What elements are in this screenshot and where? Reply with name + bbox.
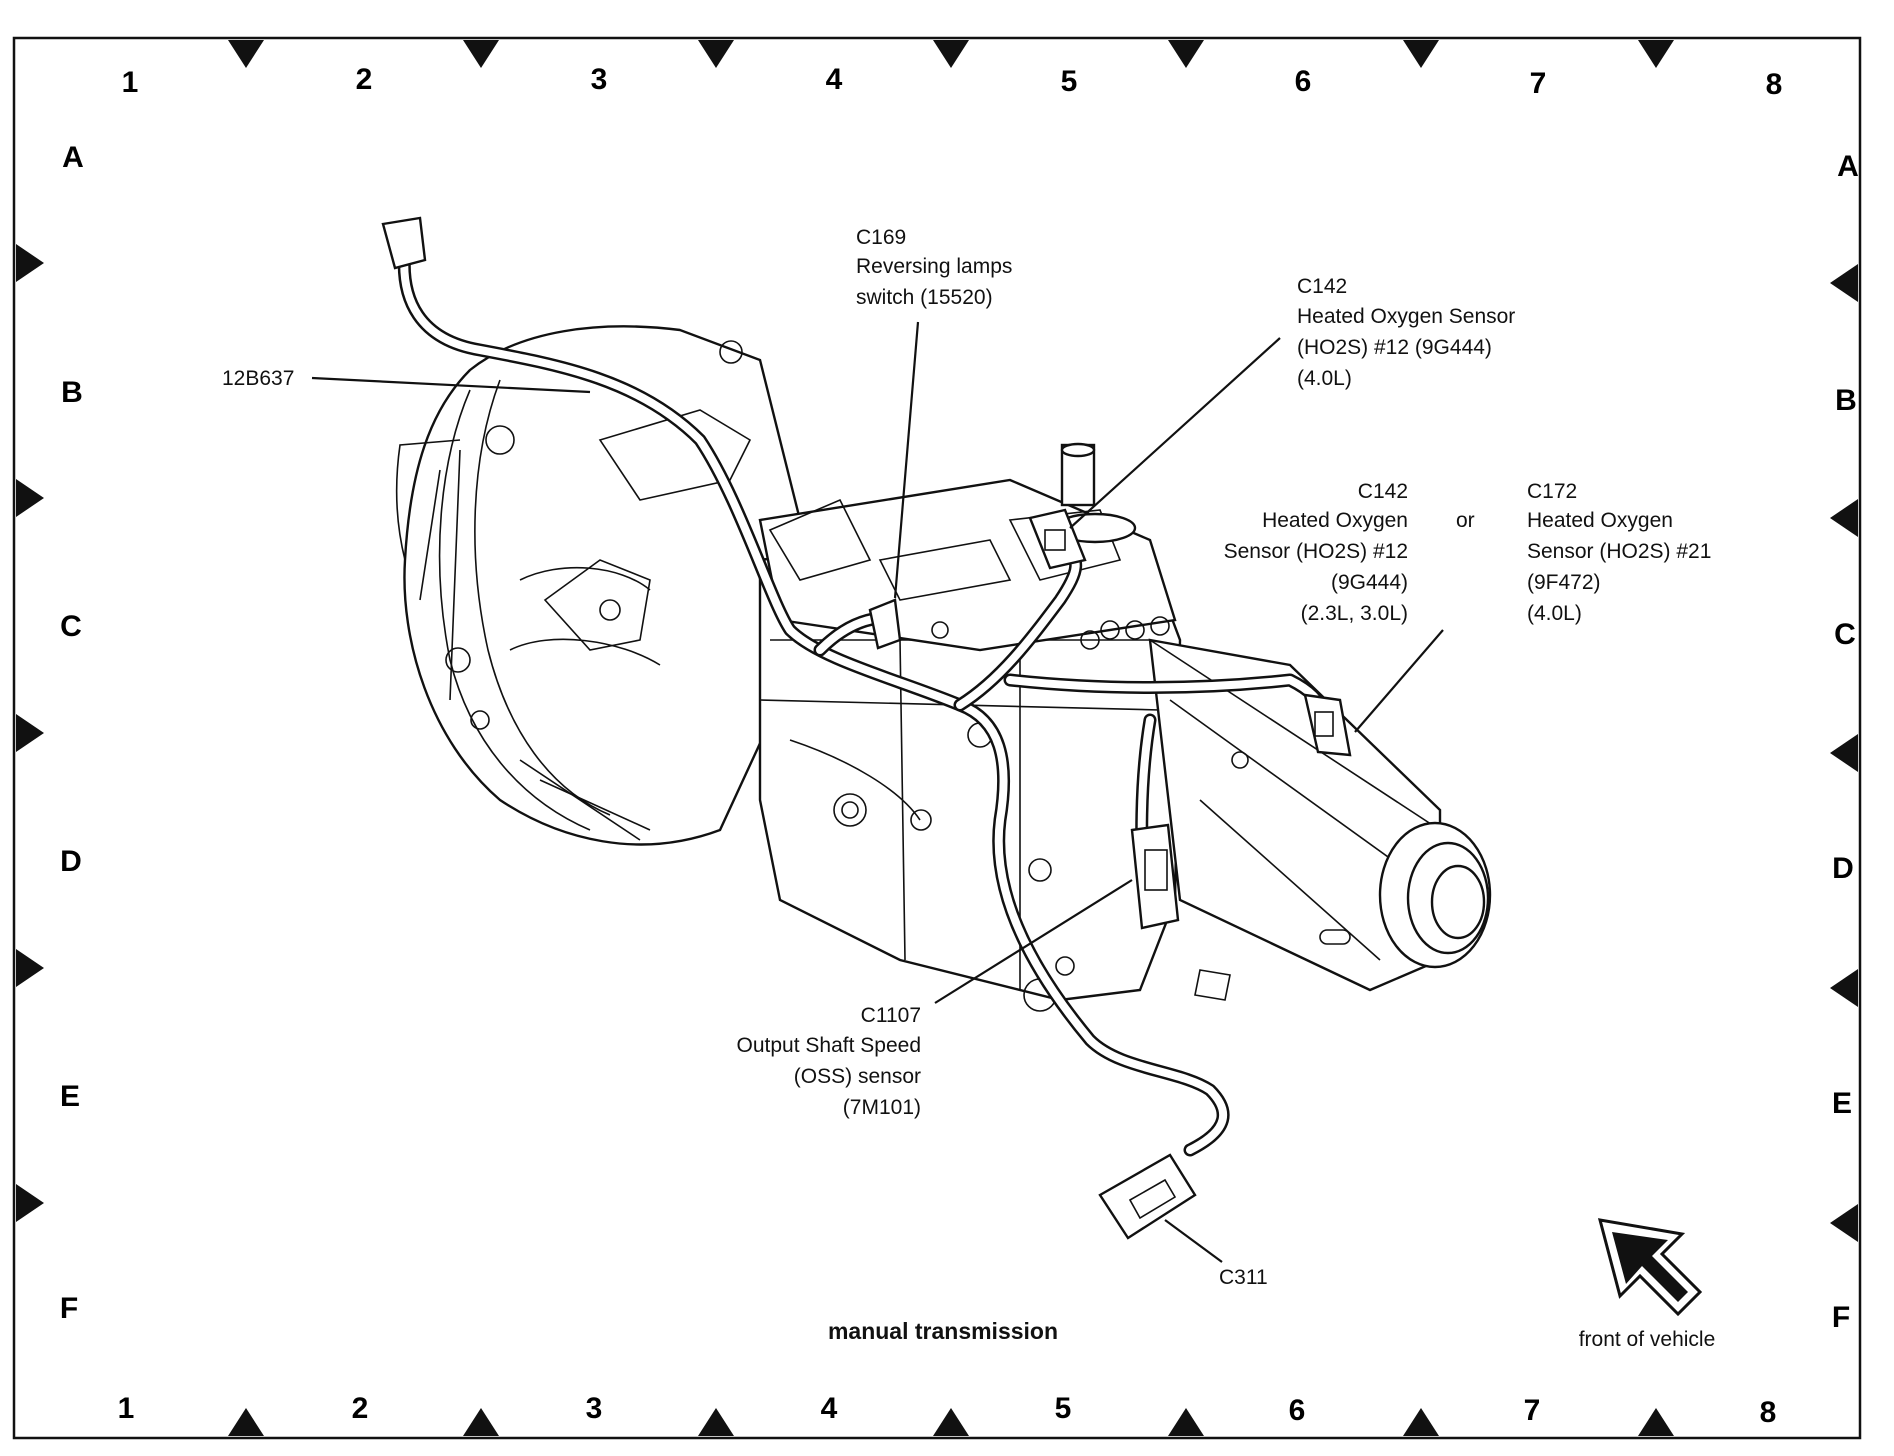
column-label-1: 1 (118, 1392, 135, 1425)
callout-c142-top-line-3: (HO2S) #12 (9G444) (1297, 336, 1492, 359)
row-label-b: B (1835, 384, 1857, 417)
row-label-a: A (62, 141, 84, 174)
column-label-2: 2 (356, 63, 373, 96)
callout-c142-top-line-4: (4.0L) (1297, 367, 1352, 390)
callout-c1107-line-3: (OSS) sensor (794, 1065, 921, 1088)
row-label-d: D (1832, 852, 1854, 885)
callout-c172-line-4: (9F472) (1527, 571, 1601, 594)
callout-c172-line-1: C172 (1527, 480, 1577, 503)
callout-c142-mid-line-3: Sensor (HO2S) #12 (1224, 540, 1408, 563)
callout-c169-line-1: C169 (856, 226, 906, 249)
diagram-frame (12, 36, 1862, 1440)
callout-labels: 12B637 C169 Reversing lamps switch (1552… (222, 226, 1711, 1289)
row-label-b: B (61, 376, 83, 409)
callout-c142-mid-line-4: (9G444) (1331, 571, 1408, 594)
callout-c169-line-3: switch (15520) (856, 286, 993, 309)
column-label-5: 5 (1055, 1392, 1072, 1425)
row-label-c: C (1834, 618, 1856, 651)
row-label-e: E (1832, 1087, 1852, 1120)
grid-column-labels-top: 1 2 3 4 5 6 7 8 (122, 63, 1783, 101)
column-label-3: 3 (586, 1392, 603, 1425)
column-label-6: 6 (1289, 1394, 1306, 1427)
grid-row-labels-left: A B C D E F (60, 141, 84, 1325)
column-label-4: 4 (821, 1392, 838, 1425)
frame-markers (16, 40, 1858, 1436)
callout-harness: 12B637 (222, 367, 294, 390)
grid-row-labels-right: A B C D E F (1832, 150, 1859, 1334)
diagram-caption: manual transmission (828, 1318, 1058, 1344)
row-label-f: F (1832, 1301, 1850, 1334)
column-label-1: 1 (122, 66, 139, 99)
callout-c142-mid-line-2: Heated Oxygen (1262, 509, 1408, 532)
column-label-7: 7 (1530, 67, 1547, 100)
front-of-vehicle-label: front of vehicle (1579, 1328, 1716, 1351)
grid-column-labels-bottom: 1 2 3 4 5 6 7 8 (118, 1392, 1777, 1429)
column-label-7: 7 (1524, 1394, 1541, 1427)
column-label-8: 8 (1766, 68, 1783, 101)
column-label-6: 6 (1295, 65, 1312, 98)
callout-c142-top-line-1: C142 (1297, 275, 1347, 298)
callout-c1107-line-2: Output Shaft Speed (737, 1034, 921, 1057)
callout-or: or (1456, 509, 1475, 532)
column-label-5: 5 (1061, 65, 1078, 98)
callout-c169-line-2: Reversing lamps (856, 255, 1012, 278)
callout-c1107-line-4: (7M101) (843, 1096, 921, 1119)
row-label-d: D (60, 845, 82, 878)
callout-c172-line-5: (4.0L) (1527, 602, 1582, 625)
leader-lines (311, 321, 1444, 1263)
column-label-3: 3 (591, 63, 608, 96)
callout-c1107-line-1: C1107 (861, 1004, 921, 1027)
callout-c172-line-2: Heated Oxygen (1527, 509, 1673, 532)
column-label-2: 2 (352, 1392, 369, 1425)
row-label-a: A (1837, 150, 1859, 183)
row-label-f: F (60, 1292, 78, 1325)
front-of-vehicle-arrow-icon (1597, 1218, 1703, 1317)
callout-c142-mid-line-5: (2.3L, 3.0L) (1301, 602, 1408, 625)
callout-c172-line-3: Sensor (HO2S) #21 (1527, 540, 1711, 563)
row-label-c: C (60, 610, 82, 643)
column-label-8: 8 (1760, 1396, 1777, 1429)
callout-c311: C311 (1219, 1266, 1268, 1289)
transmission-illustration (381, 216, 1492, 1240)
row-label-e: E (60, 1080, 80, 1113)
callout-c142-top-line-2: Heated Oxygen Sensor (1297, 305, 1515, 328)
callout-c142-mid-line-1: C142 (1358, 480, 1408, 503)
column-label-4: 4 (826, 63, 843, 96)
